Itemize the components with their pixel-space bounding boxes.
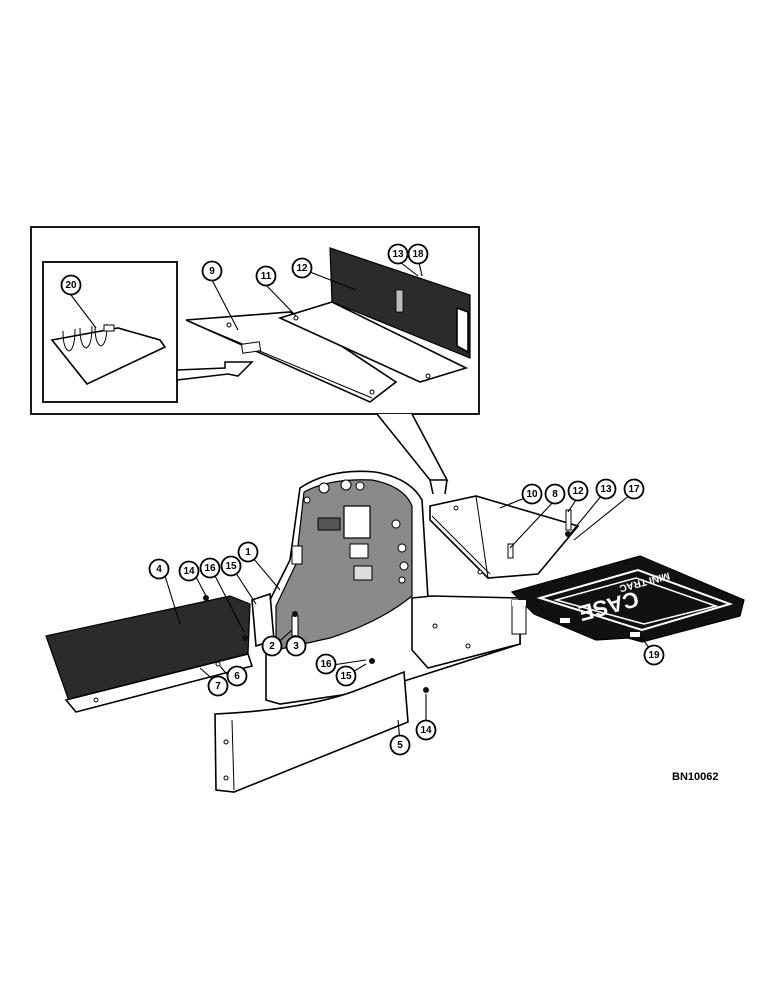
callout-circle [220,555,242,577]
callout-1: 1 [237,541,259,563]
callout-label: 19 [648,650,660,661]
callout-2: 2 [261,635,283,657]
part-1-dash-housing [265,470,527,705]
callout-label: 9 [209,266,215,277]
callout-3: 3 [285,635,307,657]
callout-15b: 15 [335,665,357,687]
part-10-floor-plate [429,495,580,579]
callout-label: 13 [392,249,404,260]
callout-label: 18 [412,249,424,260]
callout-label: 10 [526,489,538,500]
callout-label: 2 [269,641,275,652]
callout-circle [255,265,277,287]
callout-9: 9 [201,260,223,282]
callout-circle [407,243,429,265]
callout-circle [285,635,307,657]
callout-11: 11 [255,265,277,287]
callout-13a: 13 [387,243,409,265]
callout-circle [389,734,411,756]
callout-6: 6 [226,665,248,687]
callout-circle [237,541,259,563]
callout-label: 15 [225,561,237,572]
callout-circle [643,644,665,666]
callout-15a: 15 [220,555,242,577]
callout-label: 16 [320,659,332,670]
callout-7: 7 [207,675,229,697]
callout-circle [623,478,645,500]
callout-circle [226,665,248,687]
callout-14a: 14 [178,560,200,582]
callout-13b: 13 [595,478,617,500]
drawing-code-label: BN10062 [672,771,718,783]
callout-5: 5 [389,734,411,756]
callout-18: 18 [407,243,429,265]
callout-8: 8 [544,483,566,505]
callout-circle [387,243,409,265]
callout-circle [335,665,357,687]
callout-circle [567,480,589,502]
callout-label: 6 [234,671,240,682]
callout-14b: 14 [415,719,437,741]
callout-circle [415,719,437,741]
callout-label: 12 [572,486,584,497]
callout-label: 7 [215,681,221,692]
callout-circle [261,635,283,657]
callout-circle [291,257,313,279]
callout-17: 17 [623,478,645,500]
callout-16b: 16 [315,653,337,675]
callout-label: 5 [397,740,403,751]
callout-label: 15 [340,671,352,682]
callout-circle [207,675,229,697]
callout-circle [199,557,221,579]
callout-circle [521,483,543,505]
callout-12a: 12 [291,257,313,279]
callout-label: 1 [245,547,251,558]
callout-label: 14 [420,725,432,736]
callout-4: 4 [148,558,170,580]
callout-label: 8 [552,489,558,500]
callout-label: 14 [183,566,195,577]
callout-16a: 16 [199,557,221,579]
callout-circle [201,260,223,282]
callout-19: 19 [643,644,665,666]
callout-label: 16 [204,563,216,574]
callout-12b: 12 [567,480,589,502]
callout-label: 3 [293,641,299,652]
part-4-side-panel [45,595,254,713]
callout-label: 17 [628,484,640,495]
callout-circle [148,558,170,580]
part-11-12-angle-plate [277,247,471,383]
callout-20: 20 [60,274,82,296]
callout-label: 12 [296,263,308,274]
callout-label: 4 [156,564,162,575]
callout-circle [595,478,617,500]
callout-label: 13 [600,484,612,495]
part-5-lower-panel [214,658,429,793]
callout-circle [544,483,566,505]
part-9-floor-plate [185,311,398,403]
callout-circle [60,274,82,296]
part-19-floor-mat: CASE MINI TRAC [510,555,745,643]
callout-circle [178,560,200,582]
callout-10: 10 [521,483,543,505]
callout-circle [315,653,337,675]
callout-label: 20 [65,280,77,291]
callout-label: 11 [261,271,272,282]
